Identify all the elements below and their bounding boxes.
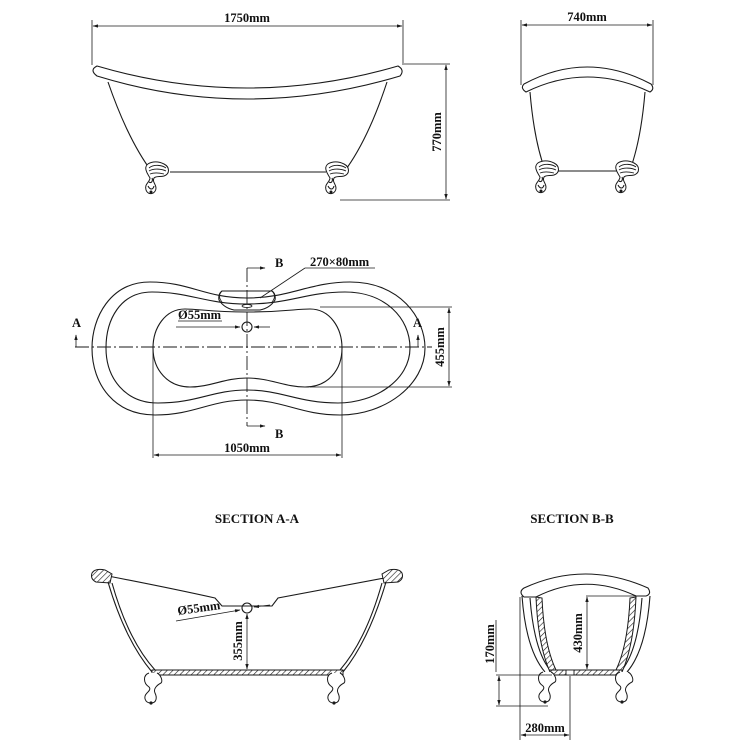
wall-section-right xyxy=(615,596,637,673)
section-aa-title: SECTION A-A xyxy=(215,511,300,526)
section-bb-title: SECTION B-B xyxy=(530,511,614,526)
plan-view: Ø55mm 270×80mm B B A A 1050mm 455mm xyxy=(72,255,452,458)
overflow-plate xyxy=(218,290,276,311)
claw-foot-icon xyxy=(325,161,350,195)
waste-leader-left xyxy=(175,609,241,622)
claw-foot-icon xyxy=(144,672,163,706)
tub-rim xyxy=(92,65,403,100)
foot-offset-label: 280mm xyxy=(525,721,565,735)
section-b-marker-top: B xyxy=(275,256,283,270)
wall-inner-left xyxy=(111,582,156,671)
overflow-leader xyxy=(259,267,306,299)
front-width-label: 1750mm xyxy=(224,11,270,25)
section-a-marker-right: A xyxy=(413,316,422,330)
claw-foot-icon xyxy=(327,672,346,706)
side-width-label: 740mm xyxy=(567,10,607,24)
depth-label: 430mm xyxy=(571,613,585,653)
foot-height-label: 170mm xyxy=(483,624,497,664)
floor-section xyxy=(151,669,344,676)
wall-section-left xyxy=(535,596,557,673)
claw-foot-icon xyxy=(535,160,560,194)
claw-foot-icon xyxy=(615,160,640,194)
wall-inner-right xyxy=(339,582,383,671)
claw-foot-icon xyxy=(538,671,557,705)
section-bb-rim xyxy=(520,573,651,598)
waste-height-label: 355mm xyxy=(231,621,245,661)
plan-waste-label: Ø55mm xyxy=(178,308,222,322)
section-b-marker-bottom: B xyxy=(275,427,283,441)
waste-outlet-section xyxy=(565,669,575,676)
overflow-ends xyxy=(219,290,275,303)
waste-leader-right xyxy=(253,604,271,609)
front-view: 1750mm 770mm xyxy=(91,11,450,201)
rim-section-left xyxy=(91,568,113,584)
section-a-marker-left: A xyxy=(72,316,81,330)
side-rim xyxy=(521,66,654,93)
front-height-label: 770mm xyxy=(430,112,444,152)
tub-side-right xyxy=(343,81,388,173)
wall-outer-left xyxy=(521,595,546,673)
wall-outer-right xyxy=(626,595,651,673)
section-aa-waste-label: Ø55mm xyxy=(176,598,221,618)
basin-width-label: 455mm xyxy=(433,327,447,367)
overflow-label: 270×80mm xyxy=(310,255,370,269)
wall-outer-left xyxy=(107,581,153,673)
side-wall-left xyxy=(529,91,546,171)
wall-outer-right xyxy=(342,581,387,673)
side-wall-right xyxy=(629,91,646,171)
tub-side-left xyxy=(107,81,153,173)
floor-section xyxy=(549,669,623,676)
section-aa: SECTION A-A Ø55mm 355mm xyxy=(91,511,403,706)
waste-hole xyxy=(241,602,253,614)
section-bb: SECTION B-B 430mm 170mm 280mm xyxy=(483,511,651,740)
side-view: 740mm xyxy=(520,10,654,194)
claw-foot-icon xyxy=(145,161,170,195)
rim-section-right xyxy=(381,568,403,584)
section-aa-top-edge xyxy=(107,575,396,607)
tub-middle-outline xyxy=(105,291,411,404)
basin-length-label: 1050mm xyxy=(224,441,270,455)
waste-hole xyxy=(241,321,253,333)
claw-foot-icon xyxy=(615,671,634,705)
